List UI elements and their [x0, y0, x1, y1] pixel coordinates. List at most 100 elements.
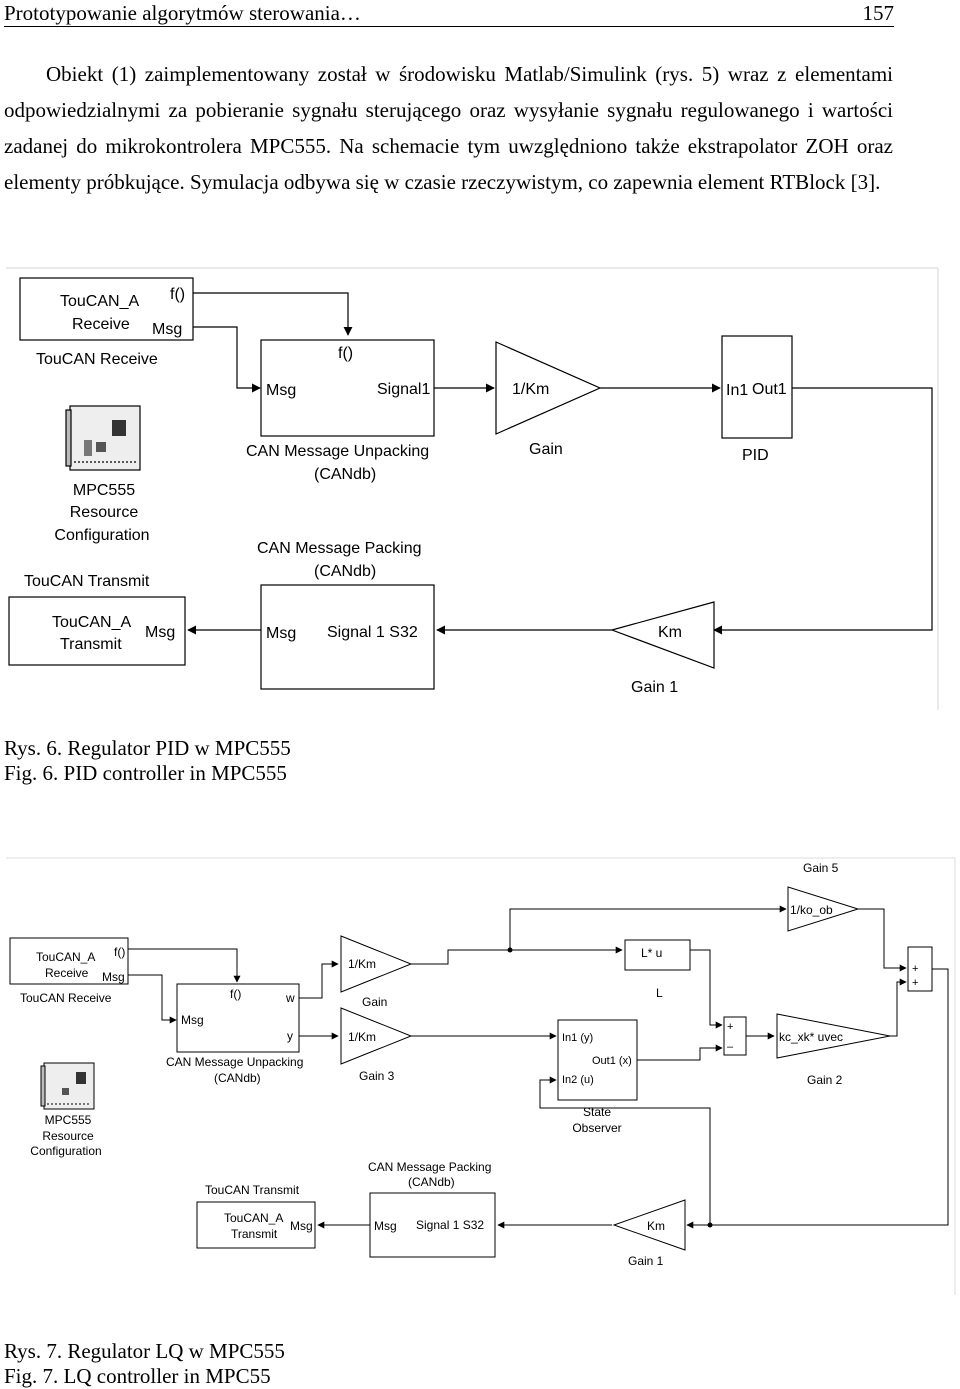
tx-line2: Transmit: [60, 636, 122, 653]
rx-block-name: TouCAN Receive: [36, 351, 158, 368]
pack-signal-port: Signal 1 S32: [327, 624, 418, 641]
fcall-line: [193, 292, 353, 336]
rx-msg-port: Msg: [152, 321, 182, 338]
mpc-line1: MPC555: [73, 482, 135, 499]
pid-name: PID: [742, 447, 769, 464]
gain-block[interactable]: [495, 341, 602, 435]
unpack-msg-port: Msg: [266, 382, 296, 399]
page-number: 157: [862, 1, 895, 25]
l-label: L* u: [641, 946, 662, 960]
gain3-name: Gain 3: [359, 1069, 395, 1083]
l-block[interactable]: [624, 939, 691, 971]
pack-name-2: (CANdb): [314, 563, 376, 580]
mpc-line3: Configuration: [54, 527, 149, 544]
pack-msg-port: Msg: [266, 625, 296, 642]
mpc-line1: MPC555: [45, 1113, 92, 1127]
sum2-to-gain1-line: [686, 968, 949, 1229]
running-header: Prototypowanie algorytmów sterowania… 15…: [4, 0, 894, 27]
gain-label: 1/Km: [512, 381, 549, 398]
unpack-fcall-port: f(): [230, 987, 241, 1001]
figure-6-pid-diagram: TouCAN_A Receive f() Msg TouCAN Receive …: [6, 267, 939, 710]
mpc-line2: Resource: [70, 504, 139, 521]
gain-to-l-line: [411, 946, 623, 965]
unpack-fcall-port: f(): [338, 345, 353, 362]
unpack-signal-port: Signal1: [377, 381, 430, 398]
gain3-block[interactable]: [340, 1007, 413, 1065]
can-unpacking-block[interactable]: [176, 983, 300, 1053]
header-title: Prototypowanie algorytmów sterowania…: [4, 1, 361, 25]
pack-name-1: CAN Message Packing: [257, 540, 422, 557]
msg-line: [128, 974, 177, 1024]
figure-7-lq-diagram: Gain 5 1/ko_ob TouCAN_A Receive f() Msg …: [6, 857, 956, 1295]
sum1-plus: +: [727, 1021, 733, 1033]
pack-signal-port: Signal 1 S32: [416, 1218, 484, 1232]
gain5-to-sum2-line: [858, 908, 907, 972]
tx-line1: TouCAN_A: [224, 1211, 283, 1225]
toucan-transmit-block[interactable]: [8, 596, 186, 666]
gain-label: 1/Km: [348, 957, 376, 971]
l-to-sum1-line: [690, 949, 723, 1029]
gain2-name: Gain 2: [807, 1073, 843, 1087]
paragraph-text: Obiekt (1) zaimplementowany został w śro…: [4, 62, 893, 194]
fig6-caption-pl: Rys. 6. Regulator PID w MPC555: [4, 736, 291, 760]
unpack-name-1: CAN Message Unpacking: [166, 1055, 303, 1069]
toucan-receive-block[interactable]: [19, 277, 194, 341]
gain2-to-sum2-line: [890, 978, 907, 1037]
rx-fcall-port: f(): [170, 286, 185, 303]
gain1-label: Km: [647, 1219, 665, 1233]
gain5-label: 1/ko_ob: [790, 903, 833, 917]
rx-fcall-port: f(): [114, 945, 125, 959]
fig6-caption-en: Fig. 6. PID controller in MPC555: [4, 761, 287, 785]
mpc555-board-icon: [65, 405, 141, 471]
unpack-name-2: (CANdb): [214, 1071, 261, 1085]
sum2-plus-b: +: [912, 977, 918, 989]
rx-line2: Receive: [72, 316, 130, 333]
pack-name-2: (CANdb): [408, 1175, 455, 1189]
obs-name-1: State: [583, 1105, 611, 1119]
tx-line1: TouCAN_A: [52, 614, 131, 631]
toucan-receive-block[interactable]: [9, 937, 129, 985]
sum2-plus-a: +: [912, 963, 918, 975]
gain2-label: kc_xk* uvec: [779, 1030, 843, 1044]
feedback-line: [713, 387, 933, 635]
gain1-block[interactable]: [612, 1199, 686, 1251]
gain-name: Gain: [362, 995, 387, 1009]
gain5-block[interactable]: [787, 886, 860, 932]
observer-to-sum1-line: [637, 1044, 723, 1061]
body-paragraph: Obiekt (1) zaimplementowany został w śro…: [4, 56, 893, 200]
msg-line: [193, 326, 261, 393]
gain1-label: Km: [658, 624, 682, 641]
gain1-name: Gain 1: [628, 1254, 664, 1268]
gain1-name: Gain 1: [631, 679, 678, 696]
figure-6-caption: Rys. 6. Regulator PID w MPC555 Fig. 6. P…: [4, 736, 291, 786]
toucan-transmit-block[interactable]: [196, 1201, 316, 1249]
tx-line2: Transmit: [231, 1227, 278, 1241]
pid-in-port: In1: [726, 382, 748, 399]
unpack-name-1: CAN Message Unpacking: [246, 443, 429, 460]
gain-block[interactable]: [340, 935, 413, 993]
tx-msg-port: Msg: [290, 1219, 313, 1233]
u-feedback-line: [539, 1076, 711, 1225]
sum1-minus: –: [727, 1041, 734, 1053]
unpack-y-port: y: [287, 1029, 293, 1043]
obs-in1-port: In1 (y): [562, 1032, 593, 1044]
tx-msg-port: Msg: [145, 624, 175, 641]
gain1-block[interactable]: [610, 601, 715, 669]
rx-line1: TouCAN_A: [36, 950, 95, 964]
mpc-line3: Configuration: [30, 1144, 101, 1158]
tx-block-name: TouCAN Transmit: [205, 1183, 300, 1197]
gain3-label: 1/Km: [348, 1030, 376, 1044]
mpc-line2: Resource: [42, 1129, 94, 1143]
rx-msg-port: Msg: [102, 970, 125, 984]
gain2-block[interactable]: [776, 1013, 891, 1059]
fig7-caption-pl: Rys. 7. Regulator LQ w MPC555: [4, 1339, 285, 1363]
gain-name: Gain: [529, 441, 563, 458]
can-packing-block[interactable]: [260, 584, 435, 690]
pid-block[interactable]: [721, 335, 793, 439]
pid-out-port: Out1: [752, 381, 787, 398]
w-line: [299, 960, 339, 999]
figure-7-caption: Rys. 7. Regulator LQ w MPC555 Fig. 7. LQ…: [4, 1339, 285, 1389]
unpack-name-2: (CANdb): [314, 466, 376, 483]
fig7-caption-en: Fig. 7. LQ controller in MPC55: [4, 1364, 271, 1388]
